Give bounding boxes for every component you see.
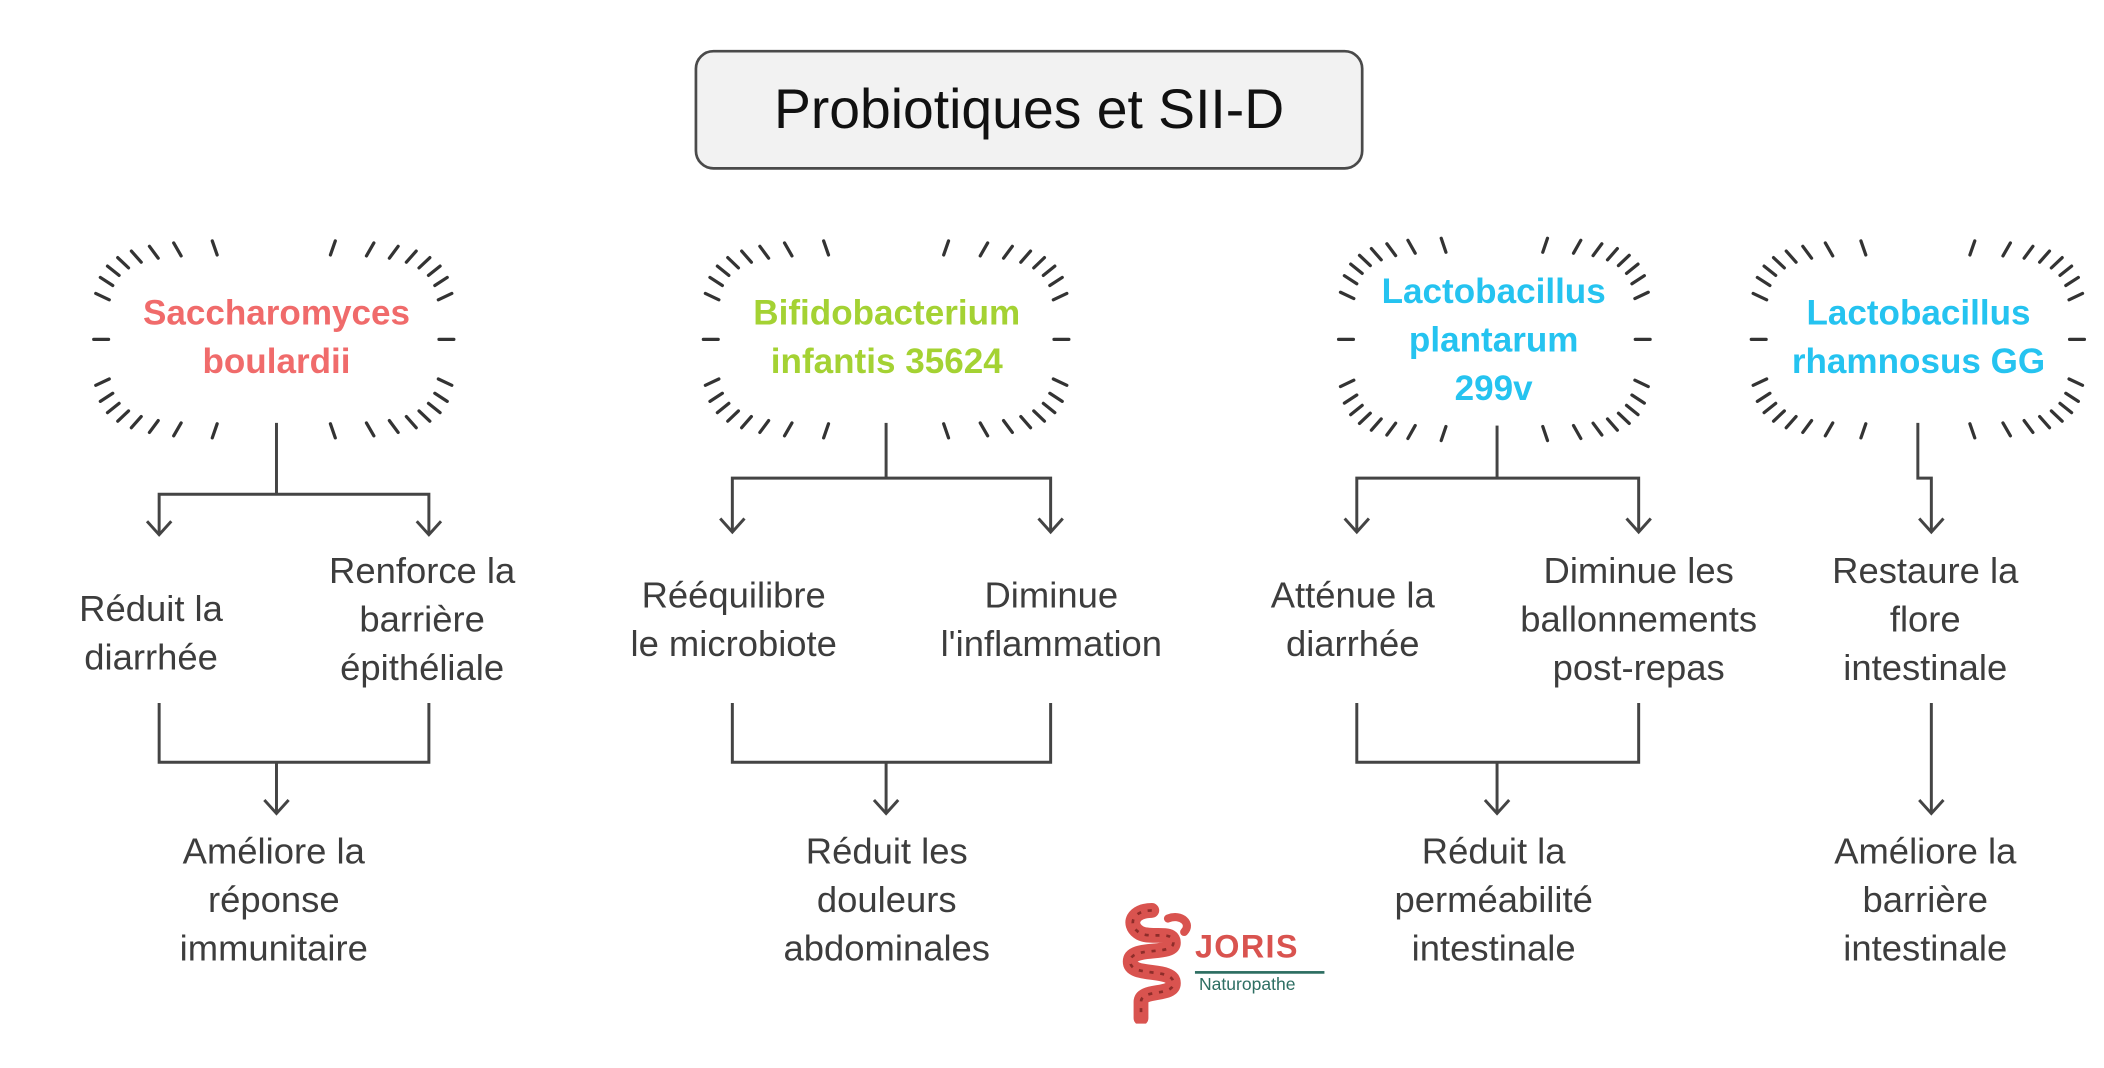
burst-frame-plantarum xyxy=(1336,236,1652,443)
arrowhead-merge-plantarum xyxy=(1483,799,1511,816)
arrowhead-left-saccharomyces xyxy=(145,520,173,537)
probiotic-name-saccharomyces: Saccharomyces boulardii xyxy=(142,292,411,382)
probiotic-name-plantarum: Lactobacillus plantarum 299v xyxy=(1381,270,1606,409)
outcome-intestinal-permeability: Réduit la perméabilité intestinale xyxy=(1394,830,1593,969)
arrowhead-right-saccharomyces xyxy=(415,520,443,537)
effect-reduces-diarrhea: Réduit la diarrhée xyxy=(79,588,223,678)
connector-merge-saccharomyces xyxy=(157,703,431,764)
logo-subtitle: Naturopathe xyxy=(1198,973,1296,994)
burst-frame-saccharomyces xyxy=(92,239,456,440)
diagram-title: Probiotiques et SII-D xyxy=(694,49,1364,170)
connector-split-plantarum xyxy=(1355,476,1641,532)
logo-underline xyxy=(1194,971,1325,974)
connector-split-bifidobacterium xyxy=(730,476,1053,532)
arrowhead-merge-bifidobacterium xyxy=(872,799,900,816)
effect-reduces-inflammation: Diminue l'inflammation xyxy=(940,575,1163,664)
probiotic-name-bifidobacterium: Bifidobacterium infantis 35624 xyxy=(753,292,1021,382)
logo-name: JORIS xyxy=(1194,929,1299,966)
burst-frame-rhamnosus xyxy=(1749,239,2087,440)
probiotic-name-rhamnosus: Lactobacillus rhamnosus GG xyxy=(1791,292,2046,382)
effect-attenuates-diarrhea: Atténue la diarrhée xyxy=(1270,575,1435,664)
arrowhead-merge-saccharomyces xyxy=(263,799,290,816)
arrowhead-right-plantarum xyxy=(1625,517,1652,535)
outcome-abdominal-pain: Réduit les douleurs abdominales xyxy=(783,830,991,969)
arrowhead-right-bifidobacterium xyxy=(1037,517,1064,535)
connector-merge-bifidobacterium xyxy=(730,703,1053,764)
arrowhead-effect-rhamnosus xyxy=(1918,517,1945,535)
effect-strengthens-barrier: Renforce la barrière épithéliale xyxy=(329,550,516,689)
outcome-immune-response: Améliore la réponse immunitaire xyxy=(179,830,368,969)
arrowhead-left-bifidobacterium xyxy=(719,517,746,535)
effect-restores-flora: Restaure la flore intestinale xyxy=(1832,550,2019,689)
connector-split-saccharomyces xyxy=(157,492,431,535)
connector-merge-plantarum xyxy=(1355,703,1641,764)
connector-stem-rhamnosus xyxy=(1916,422,1933,532)
arrowhead-outcome-rhamnosus xyxy=(1918,799,1945,816)
effect-reduces-bloating: Diminue les ballonnements post-repas xyxy=(1520,550,1758,689)
effect-rebalances-microbiota: Rééquilibre le microbiote xyxy=(630,575,837,664)
arrowhead-left-plantarum xyxy=(1343,517,1371,535)
outcome-intestinal-barrier: Améliore la barrière intestinale xyxy=(1834,830,2017,969)
intestine-icon xyxy=(1122,903,1191,1024)
burst-frame-bifidobacterium xyxy=(701,239,1071,440)
